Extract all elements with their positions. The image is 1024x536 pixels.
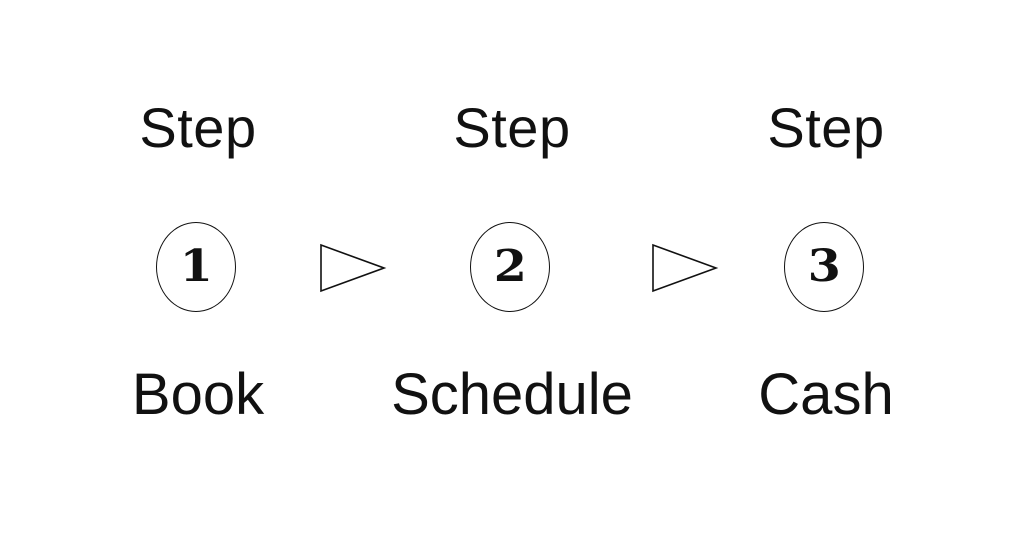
step-2-number: 2 — [493, 241, 527, 292]
step-2: Step 2 Schedule — [352, 0, 672, 536]
step-3-label: Cash — [758, 362, 894, 427]
step-3-number: 3 — [807, 241, 841, 292]
step-3-heading: Step — [767, 96, 885, 159]
step-1-label: Book — [131, 362, 265, 427]
arrow-right-icon — [318, 242, 388, 294]
step-1-number: 1 — [179, 241, 213, 292]
step-3-number-circle: 3 — [784, 222, 864, 312]
step-1-number-circle: 1 — [156, 222, 236, 312]
step-1: Step 1 Book — [38, 0, 358, 536]
step-3: Step 3 Cash — [666, 0, 986, 536]
step-1-heading: Step — [139, 96, 257, 159]
step-2-heading: Step — [453, 96, 571, 159]
step-2-label: Schedule — [391, 362, 633, 427]
arrow-right-icon — [650, 242, 720, 294]
step-2-number-circle: 2 — [470, 222, 550, 312]
